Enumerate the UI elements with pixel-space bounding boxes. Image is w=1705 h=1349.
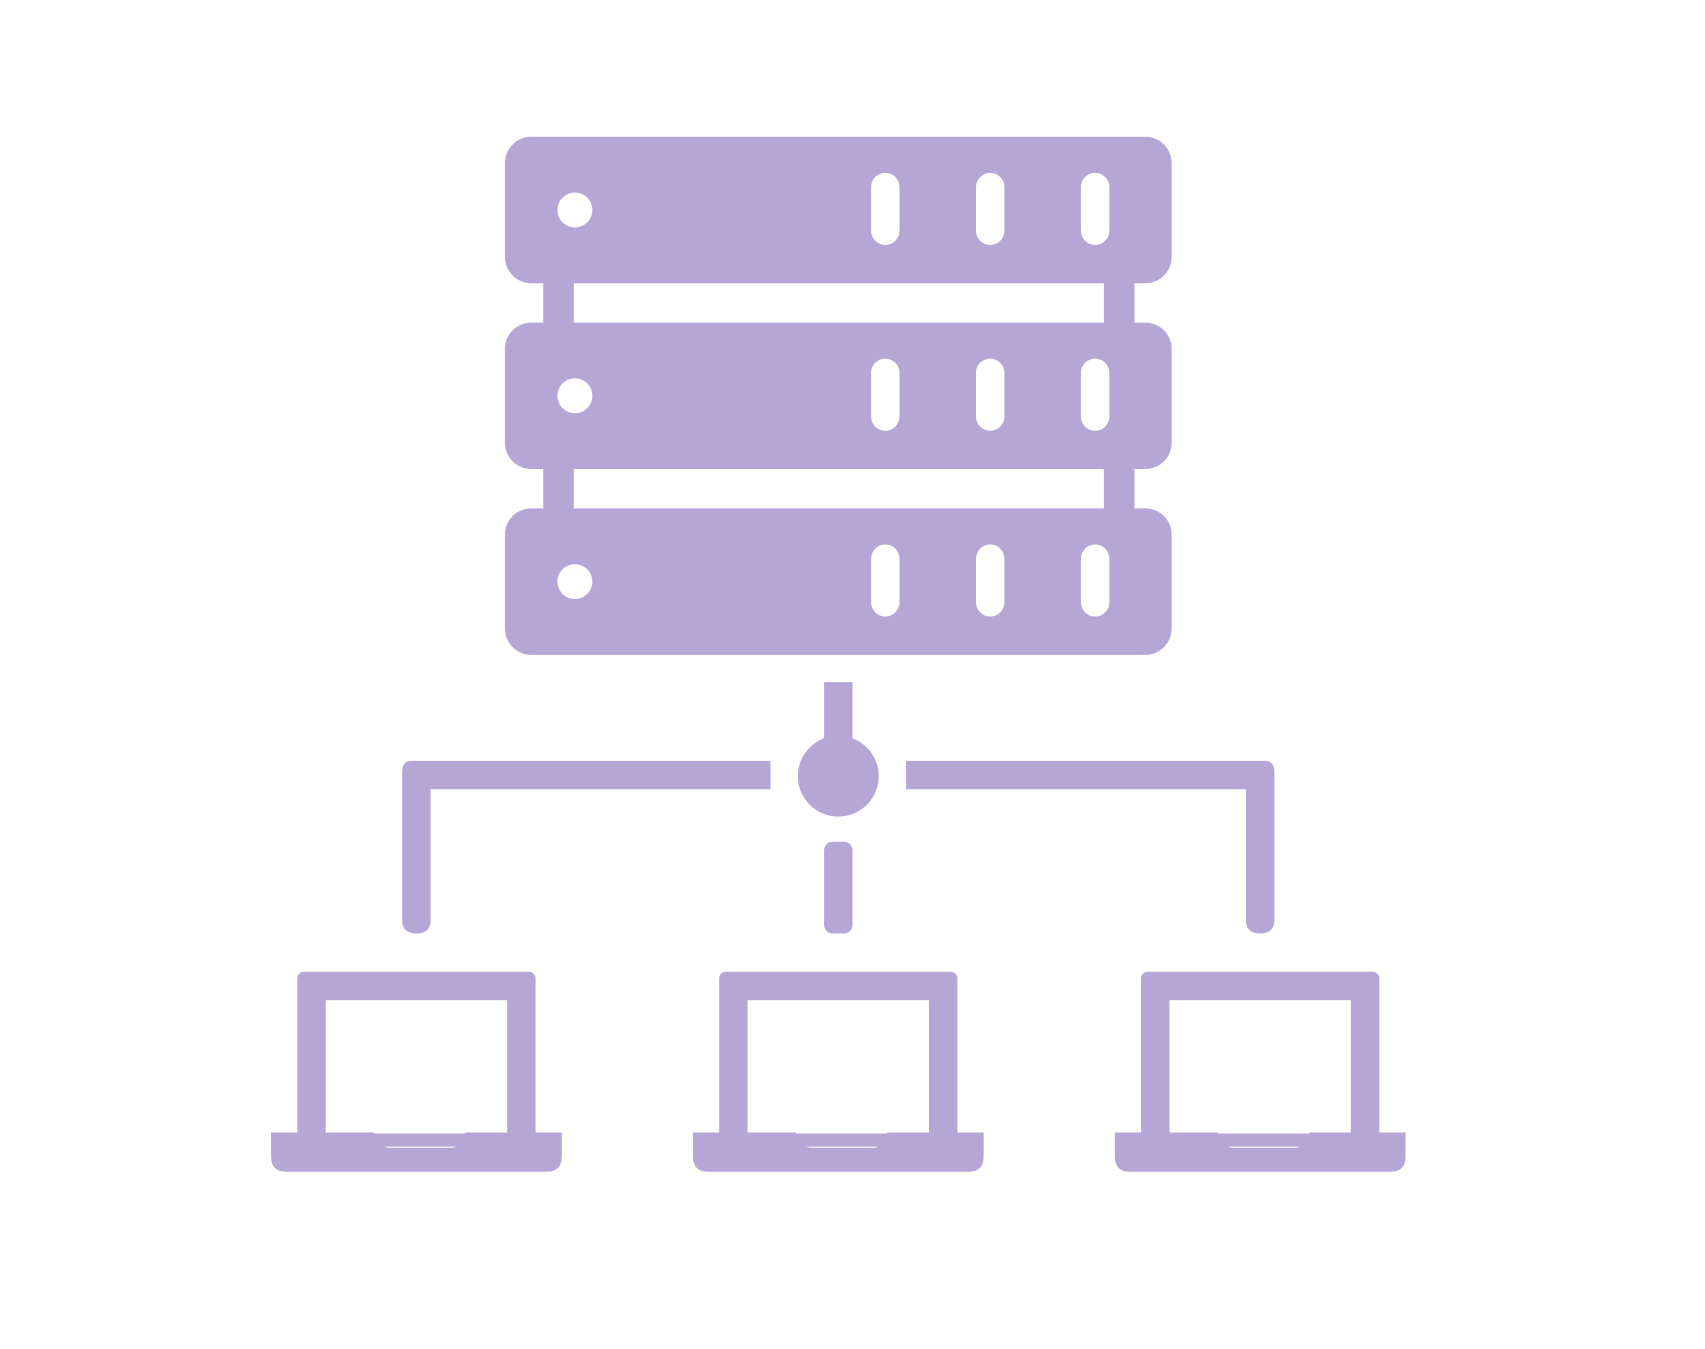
server-led-icon (557, 564, 593, 600)
server-drive-slot (1080, 544, 1110, 617)
server-drive-slot (976, 172, 1005, 245)
server-drive-slot (1080, 358, 1110, 431)
connector-right (906, 760, 1275, 934)
network-connector-lines (402, 682, 1275, 934)
server-drive-slot (976, 358, 1005, 431)
server-drive-slot (871, 358, 900, 431)
server-led-icon (557, 192, 593, 228)
laptop-icon (1114, 971, 1406, 1172)
connector-center (824, 841, 853, 934)
server-rack-icon (504, 136, 1172, 655)
server-drive-slot (976, 544, 1005, 617)
hub-node-icon (797, 735, 879, 817)
server-drive-slot (871, 544, 900, 617)
server-unit (504, 322, 1172, 470)
server-drive-slot (1080, 172, 1110, 245)
laptop-base (271, 1132, 562, 1172)
connector-left (402, 760, 771, 934)
laptop-clients (271, 971, 1406, 1172)
laptop-base (692, 1132, 984, 1172)
laptop-screen (747, 1000, 930, 1134)
server-drive-slot (871, 172, 900, 245)
laptop-icon (692, 971, 984, 1172)
server-unit (504, 508, 1172, 655)
server-led-icon (557, 378, 593, 414)
laptop-icon (271, 971, 562, 1172)
laptop-screen (1169, 1000, 1351, 1134)
server-unit (504, 136, 1172, 284)
laptop-screen (325, 1000, 508, 1134)
laptop-base (1114, 1132, 1406, 1172)
